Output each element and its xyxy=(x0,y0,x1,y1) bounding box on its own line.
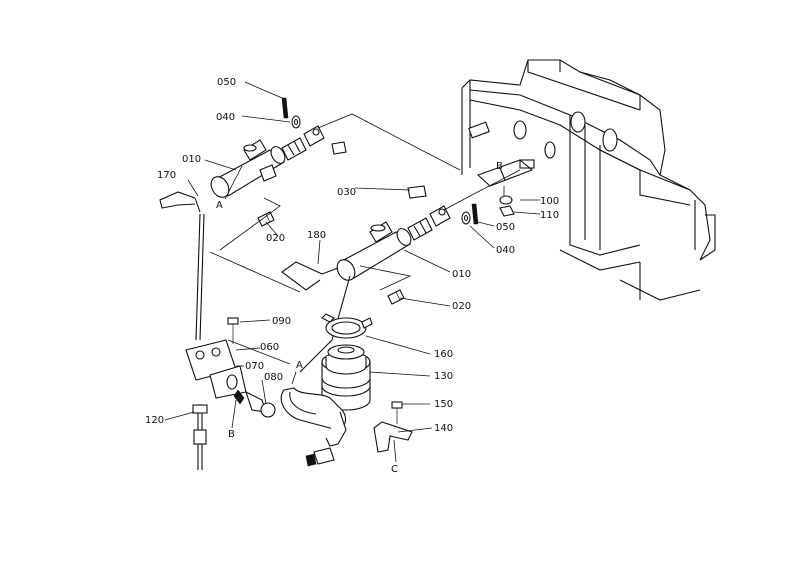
upper-master-cylinder xyxy=(210,125,325,198)
label-160: 160 xyxy=(434,349,453,360)
label-090: 090 xyxy=(272,316,291,327)
reference-letters: A A B B C xyxy=(216,161,503,475)
ref-letter-b-block: B xyxy=(228,429,235,440)
label-140: 140 xyxy=(434,423,453,434)
fasteners xyxy=(227,97,515,424)
label-040-lower: 040 xyxy=(496,245,515,256)
label-020-upper: 020 xyxy=(266,233,285,244)
ref-letter-b-frame: B xyxy=(496,161,503,172)
label-020-lower: 020 xyxy=(452,301,471,312)
label-010-lower: 010 xyxy=(452,269,471,280)
mounting-bracket xyxy=(373,421,413,453)
label-050-upper: 050 xyxy=(217,77,236,88)
ref-letter-a-lower: A xyxy=(296,360,303,371)
ref-letter-a-upper: A xyxy=(216,200,223,211)
label-050-lower: 050 xyxy=(496,222,515,233)
pipes-and-hoses xyxy=(159,191,351,470)
label-060: 060 xyxy=(260,342,279,353)
part-labels: 050 040 010 170 020 030 100 110 050 040 … xyxy=(145,77,559,434)
label-170: 170 xyxy=(157,170,176,181)
label-130: 130 xyxy=(434,371,453,382)
label-010-upper: 010 xyxy=(182,154,201,165)
label-040-upper: 040 xyxy=(216,112,235,123)
reservoir-hose xyxy=(280,387,347,467)
label-070: 070 xyxy=(245,361,264,372)
ref-letter-c: C xyxy=(391,464,398,475)
label-080: 080 xyxy=(264,372,283,383)
chassis-frame xyxy=(461,59,716,301)
junction-block xyxy=(185,339,276,418)
label-030: 030 xyxy=(337,187,356,198)
label-120: 120 xyxy=(145,415,164,426)
label-110: 110 xyxy=(540,210,559,221)
lower-master-cylinder xyxy=(336,205,451,281)
label-100: 100 xyxy=(540,196,559,207)
reservoir-tank xyxy=(321,313,373,411)
label-150: 150 xyxy=(434,399,453,410)
leader-lines xyxy=(164,81,541,463)
label-180: 180 xyxy=(307,230,326,241)
